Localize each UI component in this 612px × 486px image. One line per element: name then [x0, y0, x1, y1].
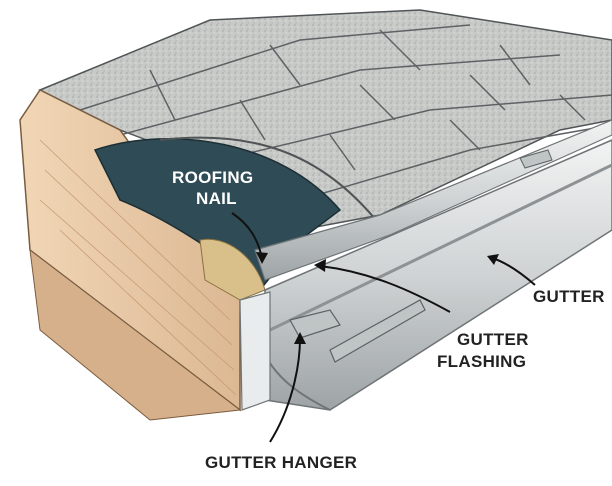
roofing-nail-label-line1: ROOFING [172, 168, 253, 187]
gutter-front-lip [269, 163, 612, 332]
gutter-hanger [289, 299, 426, 363]
gutter-flashing-label-line1: GUTTER [457, 330, 529, 349]
gutter-arrowhead [487, 254, 499, 265]
gutter-hanger-arrowhead [294, 332, 306, 344]
gutter-hanger-label: GUTTER HANGER [205, 453, 357, 472]
gutter-bottom-curve [267, 359, 331, 411]
gutter-hanger-arrow [269, 337, 301, 443]
soffit-shadow [29, 248, 242, 421]
roofing-nail-label-line2: NAIL [196, 189, 237, 208]
shingle-lines [79, 24, 612, 201]
peeled-shingle-edge [159, 136, 381, 226]
far-gutter-hanger [519, 149, 553, 169]
arrow-heads [256, 252, 499, 344]
wood-grain [39, 139, 237, 396]
gutter-flashing-label-line2: FLASHING [437, 352, 526, 371]
roofing-nail-arrowhead [256, 252, 268, 264]
gutter-end-cap [239, 291, 271, 411]
insulation [199, 238, 266, 301]
gutter-flashing-arrow [319, 265, 451, 313]
gutter-flashing-arrowhead [314, 259, 326, 272]
gutter-label: GUTTER [533, 287, 605, 306]
